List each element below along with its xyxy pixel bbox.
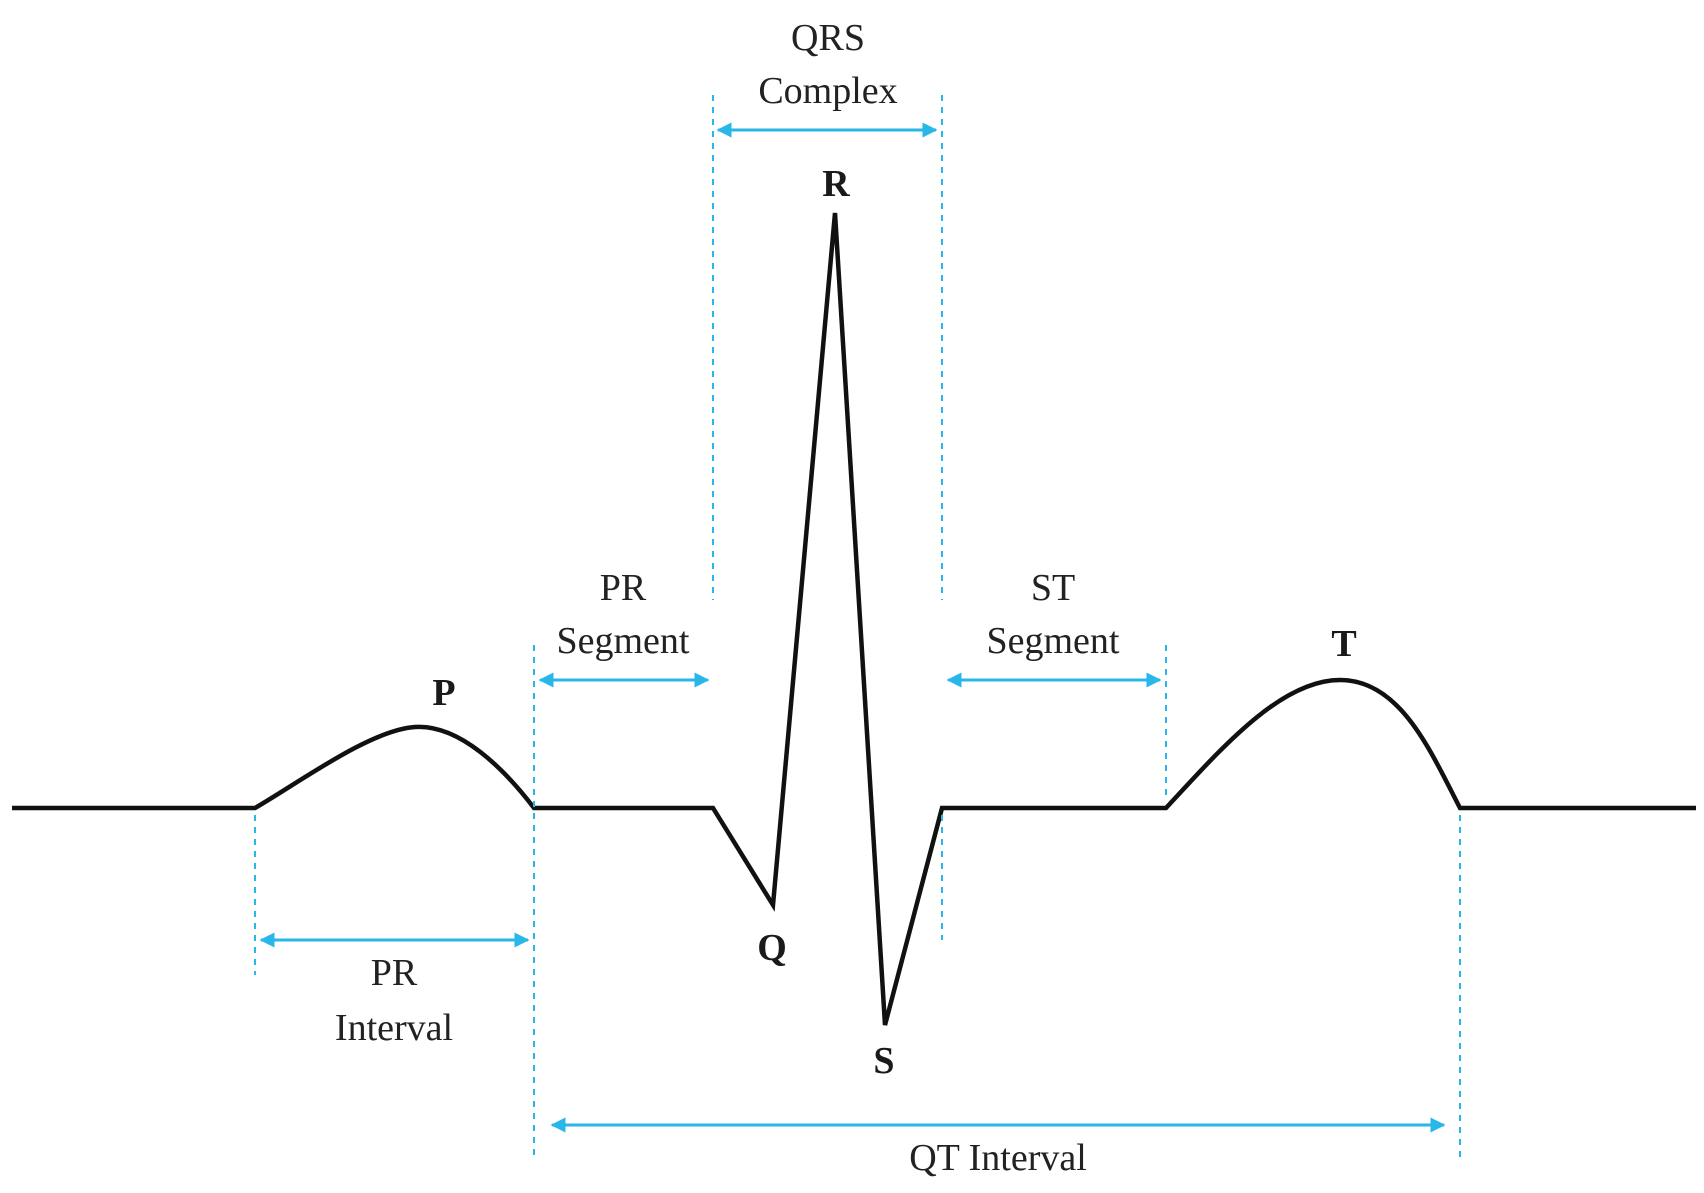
pr-interval-label-line2: Interval [335, 1007, 453, 1049]
wave-label-r: R [822, 163, 850, 205]
qt-interval-label: QT Interval [909, 1137, 1087, 1179]
pr-segment-label-line2: Segment [557, 620, 690, 662]
st-segment-label-line2: Segment [987, 620, 1120, 662]
pr-interval-label-line1: PR [371, 952, 418, 994]
st-segment-label-line1: ST [1031, 567, 1075, 609]
wave-label-q: Q [757, 927, 787, 969]
qrs-complex-label-line1: QRS [791, 17, 865, 59]
ecg-trace [12, 212, 1696, 1026]
qrs-complex-label-line2: Complex [758, 70, 897, 112]
pr-segment-label-line1: PR [600, 567, 647, 609]
wave-label-p: P [432, 672, 455, 714]
wave-label-s: S [873, 1040, 894, 1082]
wave-label-t: T [1331, 623, 1356, 665]
